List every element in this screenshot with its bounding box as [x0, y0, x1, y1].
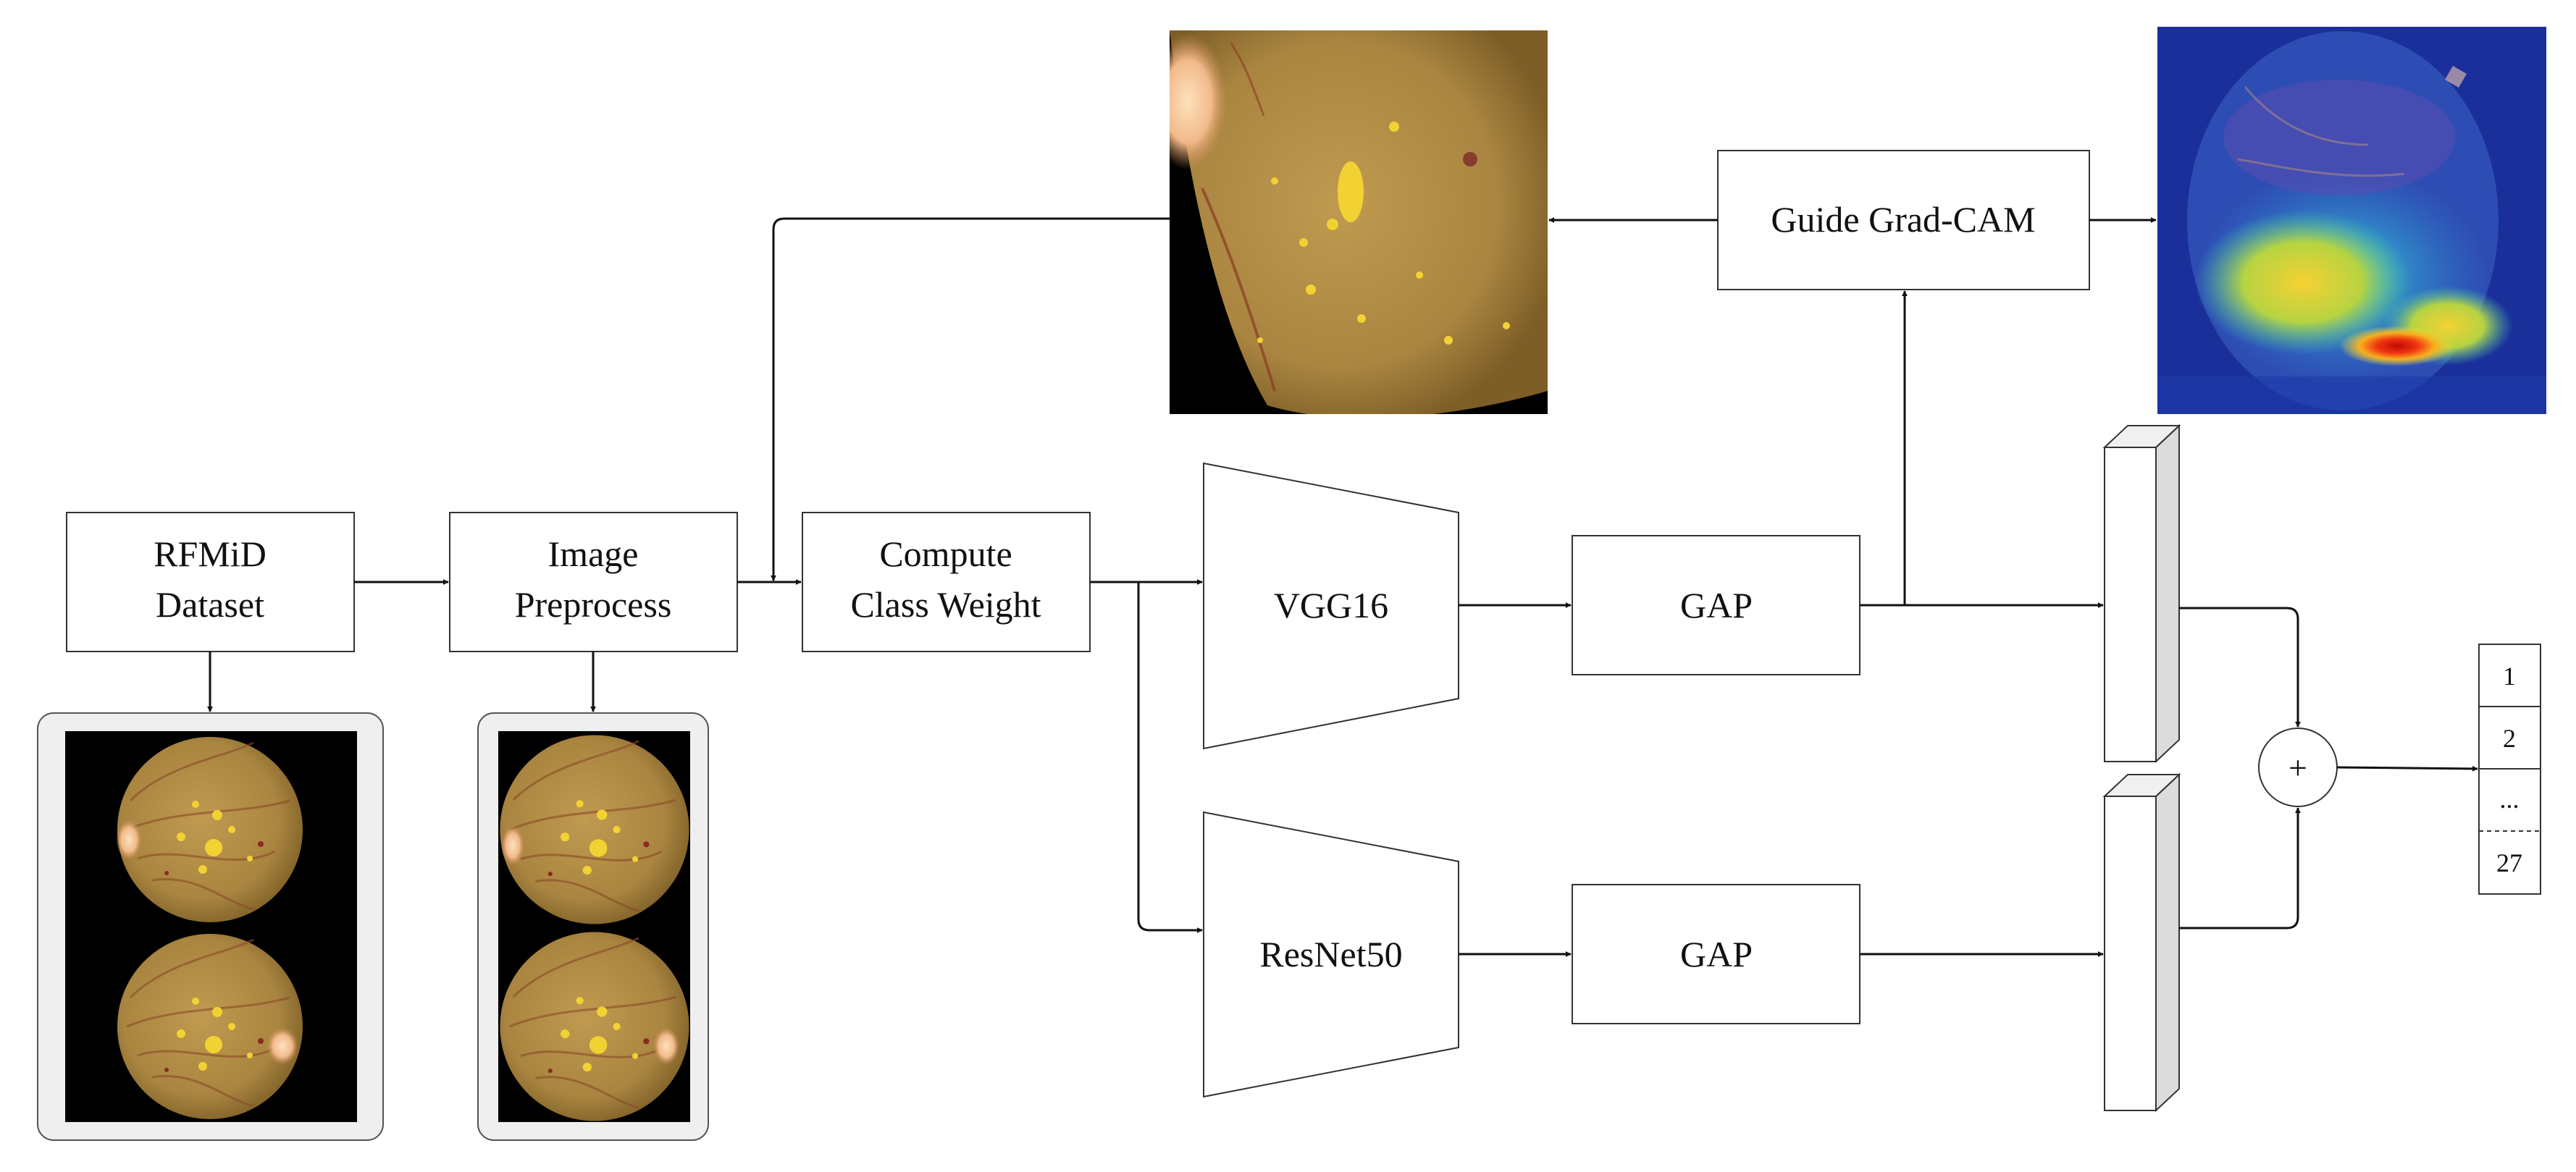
gap-top-node: GAP [1572, 535, 1860, 675]
arrow-add-to-output [2336, 765, 2478, 772]
add-symbol: + [2288, 749, 2307, 786]
output-class-1: 1 [2503, 662, 2516, 691]
image-preprocess-label-2: Preprocess [515, 584, 672, 625]
feature-vector-top [2102, 423, 2181, 764]
rfmid-dataset-label-1: RFMiD [154, 534, 267, 574]
preprocessed-fundus-1 [498, 733, 691, 926]
dataset-fundus-2 [116, 932, 304, 1121]
arrow-closeup-feedback [771, 217, 1170, 581]
gradcam-heatmap-image [2157, 27, 2546, 414]
feature-vector-bottom [2102, 772, 2181, 1113]
class-weight-label-1: Compute [879, 534, 1012, 574]
guide-gradcam-node: Guide Grad-CAM [1717, 150, 2090, 290]
preprocessed-fundus-2 [498, 930, 691, 1123]
arrow-feature-bottom-to-add [2179, 807, 2301, 929]
image-preprocess-node: Image Preprocess [449, 512, 738, 652]
output-class-ellipsis: ... [2500, 785, 2520, 814]
resnet50-label: ResNet50 [1259, 934, 1402, 974]
vgg16-node: VGG16 [1203, 462, 1459, 750]
preprocessed-sample-panel [477, 712, 709, 1141]
dataset-fundus-1 [116, 735, 304, 924]
dataset-sample-panel [37, 712, 384, 1141]
output-class-27: 27 [2496, 848, 2522, 877]
gap-bottom-node: GAP [1572, 884, 1860, 1024]
resnet50-node: ResNet50 [1203, 811, 1459, 1098]
arrow-weight-to-resnet50 [1137, 582, 1203, 933]
guide-gradcam-label: Guide Grad-CAM [1771, 199, 2035, 240]
connectors [207, 217, 2478, 957]
arrow-feature-top-to-add [2179, 607, 2301, 728]
gap-top-label: GAP [1680, 585, 1753, 625]
rfmid-dataset-node: RFMiD Dataset [66, 512, 355, 652]
output-class-2: 2 [2503, 724, 2516, 753]
add-node: + [2258, 728, 2338, 807]
rfmid-dataset-label-2: Dataset [156, 584, 264, 625]
image-preprocess-label-1: Image [548, 534, 639, 574]
compute-class-weight-node: Compute Class Weight [802, 512, 1091, 652]
vgg16-label: VGG16 [1274, 585, 1388, 625]
class-weight-label-2: Class Weight [850, 584, 1041, 625]
gap-bottom-label: GAP [1680, 934, 1753, 974]
output-class-list: 1 2 ... 27 [2478, 644, 2541, 895]
fundus-closeup-image [1170, 30, 1548, 414]
